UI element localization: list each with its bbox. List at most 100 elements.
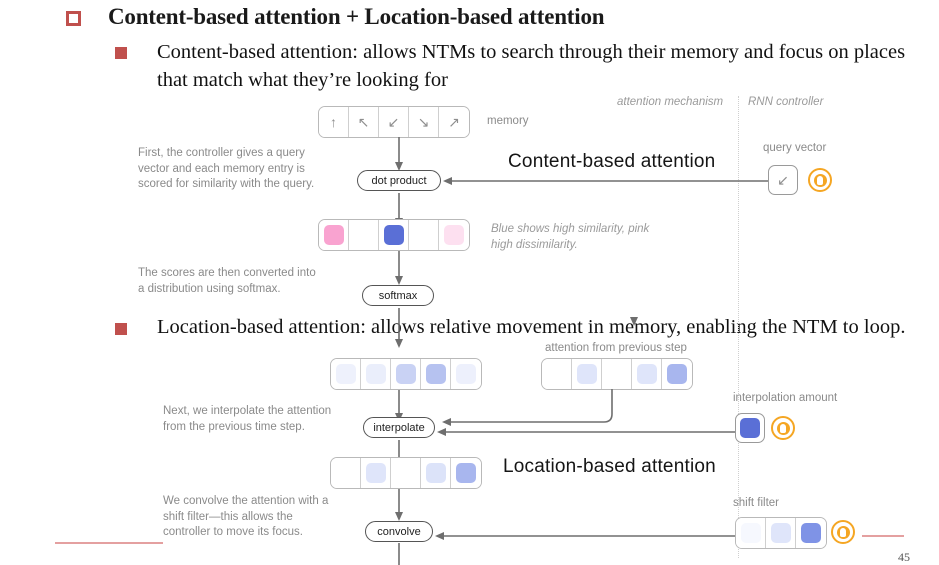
attention-cell: [361, 359, 391, 389]
memory-row: ↑ ↖ ↙ ↘ ↗: [318, 106, 470, 138]
shift-filter-swatch: [801, 523, 821, 543]
score-swatch: [383, 225, 404, 245]
score-cell: [379, 220, 409, 250]
interpolated-cell: [421, 458, 451, 488]
bullet-location-based: Location-based attention: allows relativ…: [157, 316, 906, 338]
orange-knob-icon[interactable]: [808, 168, 832, 192]
similarity-scores-row: [318, 219, 470, 251]
op-convolve: convolve: [365, 521, 433, 542]
attention-swatch: [335, 364, 356, 384]
interpolated-cell: [391, 458, 421, 488]
label-rnn-controller: RNN controller: [748, 96, 824, 108]
bullet-level1-marker: [66, 11, 81, 26]
attention-row: [330, 358, 482, 390]
attention-prev-swatch: [636, 364, 657, 384]
attention-cell: [421, 359, 451, 389]
page-title: Content-based attention + Location-based…: [108, 4, 605, 29]
attention-swatch: [395, 364, 416, 384]
memory-arrow-icon: ↙: [387, 114, 400, 130]
attention-cell: [391, 359, 421, 389]
attention-prev-cell: [662, 359, 692, 389]
arrow-shiftfilter-to-convolve: [435, 532, 741, 540]
shift-filter-swatch: [740, 523, 761, 543]
memory-arrow-icon: ↖: [357, 114, 370, 130]
score-cell: [439, 220, 469, 250]
attention-swatch: [365, 364, 386, 384]
bullet-content-based: Content-based attention: allows NTMs to …: [157, 41, 906, 91]
overlay-label-content-based: Content-based attention: [508, 151, 716, 172]
attention-swatch: [425, 364, 446, 384]
caption-memory: memory: [487, 115, 529, 127]
overlay-label-location-based: Location-based attention: [503, 456, 716, 477]
attention-prev-swatch: [667, 364, 687, 384]
op-interpolate: interpolate: [363, 417, 435, 438]
arrow-dotproduct-to-scores: [395, 193, 403, 227]
caption-attention-prev: attention from previous step: [545, 342, 687, 354]
memory-cell: ↘: [409, 107, 439, 137]
interpolation-amount-cell: [735, 413, 765, 443]
arrow-convolve-down: [398, 543, 400, 565]
interpolated-swatch: [395, 463, 416, 483]
attention-prev-cell: [632, 359, 662, 389]
query-vector-cell: ↙: [768, 165, 798, 195]
interpolated-cell: [451, 458, 481, 488]
caption-interpolation-amount: interpolation amount: [733, 392, 838, 404]
arrow-queryvector-to-dotproduct: [443, 177, 771, 185]
memory-cell: ↖: [349, 107, 379, 137]
caption-query-vector: query vector: [763, 142, 827, 154]
memory-cell: ↗: [439, 107, 469, 137]
footer-rule-right: [862, 535, 904, 537]
shift-filter-row: [735, 517, 827, 549]
memory-arrow-icon: ↗: [448, 114, 460, 130]
interpolated-swatch: [425, 463, 446, 483]
bullet-level2-marker-location: [115, 323, 127, 335]
attention-prev-cell: [542, 359, 572, 389]
score-swatch: [323, 225, 344, 245]
attention-prev-swatch: [576, 364, 597, 384]
attention-prev-swatch: [546, 364, 567, 384]
caption-shift-filter: shift filter: [733, 497, 780, 509]
interpolated-swatch: [365, 463, 386, 483]
note-convolve: We convolve the attention with a shift f…: [163, 495, 329, 538]
caption-similarity-legend: Blue shows high similarity, pink high di…: [491, 223, 650, 251]
orange-knob-icon[interactable]: [831, 520, 855, 544]
score-swatch: [444, 225, 464, 245]
memory-arrow-icon: ↑: [330, 114, 337, 130]
attention-prev-cell: [572, 359, 602, 389]
interpolated-cell: [361, 458, 391, 488]
shift-filter-cell: [736, 518, 766, 548]
op-softmax: softmax: [362, 285, 434, 306]
score-cell: [349, 220, 379, 250]
score-swatch: [353, 225, 374, 245]
arrow-interpolationamount-to-interpolate: [437, 428, 745, 436]
query-vector-arrow-icon: ↙: [777, 172, 789, 188]
note-softmax: The scores are then converted into a dis…: [138, 267, 316, 295]
memory-cell: ↙: [379, 107, 409, 137]
score-cell: [319, 220, 349, 250]
shift-filter-cell: [766, 518, 796, 548]
score-cell: [409, 220, 439, 250]
op-dot-product: dot product: [357, 170, 441, 191]
interpolated-attention-row: [330, 457, 482, 489]
arrow-scores-to-softmax: [395, 251, 403, 285]
score-swatch: [413, 225, 434, 245]
note-query-scoring: First, the controller gives a query vect…: [138, 147, 315, 190]
bullet-level2-marker-content: [115, 47, 127, 59]
page-number: 45: [898, 550, 910, 564]
note-interpolate: Next, we interpolate the attention from …: [163, 405, 332, 433]
orange-knob-icon[interactable]: [771, 416, 795, 440]
attention-cell: [451, 359, 481, 389]
attention-prev-cell: [602, 359, 632, 389]
shift-filter-cell: [796, 518, 826, 548]
shift-filter-swatch: [770, 523, 791, 543]
arrow-memory-to-dotproduct: [395, 137, 403, 171]
attention-cell: [331, 359, 361, 389]
label-attention-mechanism: attention mechanism: [617, 96, 724, 108]
attention-previous-row: [541, 358, 693, 390]
memory-cell: ↑: [319, 107, 349, 137]
attention-prev-swatch: [606, 364, 627, 384]
attention-swatch: [456, 364, 476, 384]
arrow-row-to-convolve: [395, 489, 403, 521]
arrow-attentionprev-to-interpolate: [442, 389, 613, 426]
memory-arrow-icon: ↘: [417, 114, 430, 130]
